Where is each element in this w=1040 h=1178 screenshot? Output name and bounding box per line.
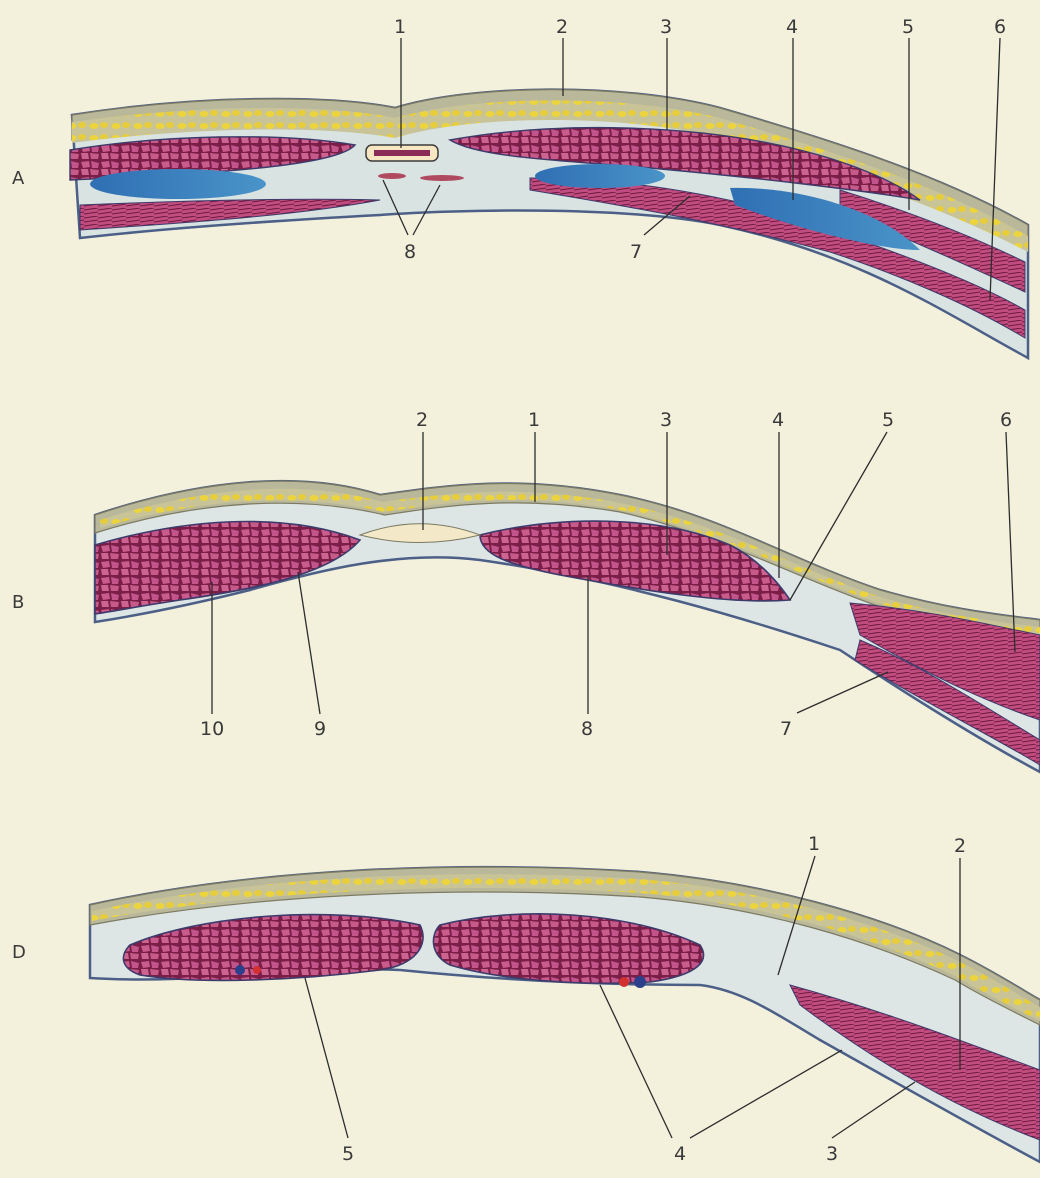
panel-a-number-3: 3: [660, 16, 672, 38]
panel-a-section: [70, 38, 1028, 358]
panel-a-label: A: [12, 168, 25, 189]
panel-a-number-2: 2: [556, 16, 568, 38]
panel-a-vessel-small-1: [378, 173, 406, 179]
panel-b-number-1: 1: [528, 409, 540, 431]
panel-a-number-5: 5: [902, 16, 914, 38]
panel-b-number-4: 4: [772, 409, 784, 431]
panel-d-number-5: 5: [342, 1143, 354, 1165]
panel-b-number-6: 6: [1000, 409, 1012, 431]
panel-a-number-1: 1: [394, 16, 406, 38]
panel-d-artery-left: [253, 966, 261, 974]
panel-d-number-4: 4: [674, 1143, 686, 1165]
panel-b-number-2: 2: [416, 409, 428, 431]
panel-d-fascia: [90, 867, 1040, 1162]
panel-b-number-10: 10: [200, 718, 224, 740]
panel-a-number-7: 7: [630, 241, 642, 263]
panel-b-number-3: 3: [660, 409, 672, 431]
panel-b-number-9: 9: [314, 718, 326, 740]
panel-a-number-4: 4: [786, 16, 798, 38]
panel-d-number-2: 2: [954, 835, 966, 857]
panel-d-section: [90, 856, 1040, 1162]
panel-b-section: [95, 432, 1040, 772]
panel-b-label: B: [12, 592, 24, 613]
panel-b-number-8: 8: [581, 718, 593, 740]
panel-d-vein-left: [235, 965, 245, 975]
panel-d-artery-center: [619, 977, 629, 987]
panel-a-number-6: 6: [994, 16, 1006, 38]
panel-a-blue-sheath-left: [90, 169, 266, 199]
panel-d-vein-center: [634, 976, 646, 988]
panel-b-number-7: 7: [780, 718, 792, 740]
panel-d-label: D: [12, 942, 26, 963]
panel-d-number-1: 1: [808, 833, 820, 855]
panel-d-number-3: 3: [826, 1143, 838, 1165]
panel-a-vessel-small-2: [420, 175, 464, 181]
panel-b-number-5: 5: [882, 409, 894, 431]
panel-a-number-8: 8: [404, 241, 416, 263]
panel-a-blue-sheath-center: [535, 164, 665, 188]
